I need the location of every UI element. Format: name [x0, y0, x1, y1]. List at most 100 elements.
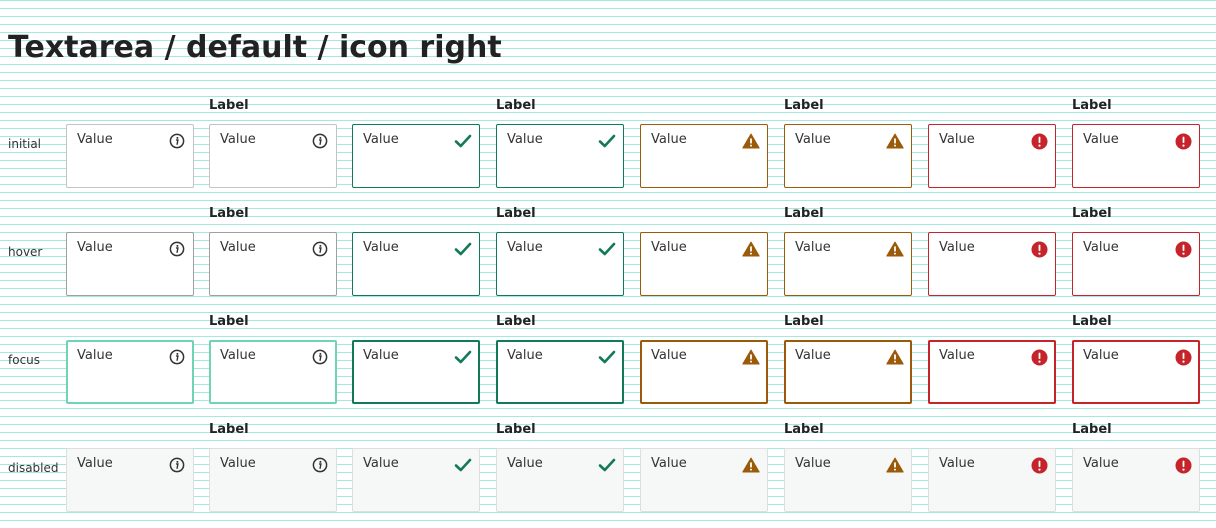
check-icon: [454, 132, 472, 150]
error-icon: [1174, 348, 1192, 366]
textarea-info-focus[interactable]: Value: [209, 340, 337, 404]
textarea-info-focus[interactable]: Value: [66, 340, 194, 404]
textarea-value: Value: [363, 132, 399, 147]
warning-icon: [742, 240, 760, 258]
textarea-value: Value: [77, 132, 113, 147]
error-icon: [1030, 348, 1048, 366]
textarea-ok-hover[interactable]: Value: [496, 232, 624, 296]
field-label: Label: [496, 314, 536, 329]
textarea-value: Value: [651, 240, 687, 255]
textarea-value: Value: [507, 456, 543, 471]
check-icon: [454, 348, 472, 366]
textarea-value: Value: [1083, 348, 1119, 363]
textarea-value: Value: [939, 456, 975, 471]
field-label: Label: [209, 314, 249, 329]
error-icon: [1174, 240, 1192, 258]
textarea-value: Value: [795, 456, 831, 471]
warning-icon: [742, 348, 760, 366]
textarea-value: Value: [507, 132, 543, 147]
textarea-value: Value: [220, 348, 256, 363]
textarea-err-focus[interactable]: Value: [928, 340, 1056, 404]
textarea-value: Value: [77, 456, 113, 471]
textarea-value: Value: [1083, 456, 1119, 471]
info-icon: [311, 132, 329, 150]
textarea-ok-disabled: Value: [496, 448, 624, 512]
info-icon: [311, 240, 329, 258]
textarea-ok-hover[interactable]: Value: [352, 232, 480, 296]
textarea-info-initial[interactable]: Value: [209, 124, 337, 188]
textarea-value: Value: [220, 240, 256, 255]
textarea-value: Value: [220, 132, 256, 147]
field-label: Label: [209, 422, 249, 437]
error-icon: [1030, 456, 1048, 474]
field-label: Label: [784, 98, 824, 113]
field-label: Label: [1072, 422, 1112, 437]
textarea-info-hover[interactable]: Value: [209, 232, 337, 296]
check-icon: [454, 456, 472, 474]
textarea-value: Value: [651, 132, 687, 147]
textarea-ok-focus[interactable]: Value: [352, 340, 480, 404]
textarea-info-initial[interactable]: Value: [66, 124, 194, 188]
textarea-err-hover[interactable]: Value: [1072, 232, 1200, 296]
info-icon: [311, 348, 329, 366]
textarea-ok-disabled: Value: [352, 448, 480, 512]
textarea-warn-initial[interactable]: Value: [784, 124, 912, 188]
info-icon: [168, 240, 186, 258]
check-icon: [598, 348, 616, 366]
textarea-value: Value: [939, 132, 975, 147]
textarea-value: Value: [507, 348, 543, 363]
textarea-ok-initial[interactable]: Value: [352, 124, 480, 188]
textarea-ok-focus[interactable]: Value: [496, 340, 624, 404]
info-icon: [311, 456, 329, 474]
textarea-value: Value: [507, 240, 543, 255]
error-icon: [1030, 240, 1048, 258]
textarea-value: Value: [363, 240, 399, 255]
textarea-info-hover[interactable]: Value: [66, 232, 194, 296]
textarea-warn-focus[interactable]: Value: [784, 340, 912, 404]
field-label: Label: [784, 206, 824, 221]
textarea-warn-disabled: Value: [784, 448, 912, 512]
row-label-initial: initial: [8, 137, 41, 151]
info-icon: [168, 132, 186, 150]
check-icon: [598, 456, 616, 474]
field-label: Label: [1072, 206, 1112, 221]
warning-icon: [886, 240, 904, 258]
textarea-err-initial[interactable]: Value: [928, 124, 1056, 188]
row-label-disabled: disabled: [8, 461, 59, 475]
textarea-value: Value: [1083, 240, 1119, 255]
textarea-warn-initial[interactable]: Value: [640, 124, 768, 188]
textarea-info-disabled: Value: [66, 448, 194, 512]
textarea-warn-disabled: Value: [640, 448, 768, 512]
field-label: Label: [496, 206, 536, 221]
textarea-err-initial[interactable]: Value: [1072, 124, 1200, 188]
textarea-warn-focus[interactable]: Value: [640, 340, 768, 404]
textarea-value: Value: [651, 348, 687, 363]
check-icon: [454, 240, 472, 258]
textarea-warn-hover[interactable]: Value: [784, 232, 912, 296]
field-label: Label: [496, 98, 536, 113]
textarea-value: Value: [1083, 132, 1119, 147]
textarea-value: Value: [795, 348, 831, 363]
textarea-value: Value: [939, 348, 975, 363]
textarea-warn-hover[interactable]: Value: [640, 232, 768, 296]
row-label-focus: focus: [8, 353, 41, 367]
textarea-value: Value: [795, 240, 831, 255]
textarea-value: Value: [220, 456, 256, 471]
textarea-err-disabled: Value: [928, 448, 1056, 512]
textarea-value: Value: [77, 240, 113, 255]
textarea-info-disabled: Value: [209, 448, 337, 512]
field-label: Label: [209, 206, 249, 221]
error-icon: [1174, 456, 1192, 474]
field-label: Label: [784, 314, 824, 329]
info-icon: [168, 348, 186, 366]
textarea-value: Value: [363, 456, 399, 471]
row-label-hover: hover: [8, 245, 43, 259]
textarea-err-hover[interactable]: Value: [928, 232, 1056, 296]
field-label: Label: [209, 98, 249, 113]
textarea-err-focus[interactable]: Value: [1072, 340, 1200, 404]
textarea-ok-initial[interactable]: Value: [496, 124, 624, 188]
warning-icon: [886, 456, 904, 474]
warning-icon: [742, 132, 760, 150]
textarea-value: Value: [939, 240, 975, 255]
textarea-value: Value: [363, 348, 399, 363]
